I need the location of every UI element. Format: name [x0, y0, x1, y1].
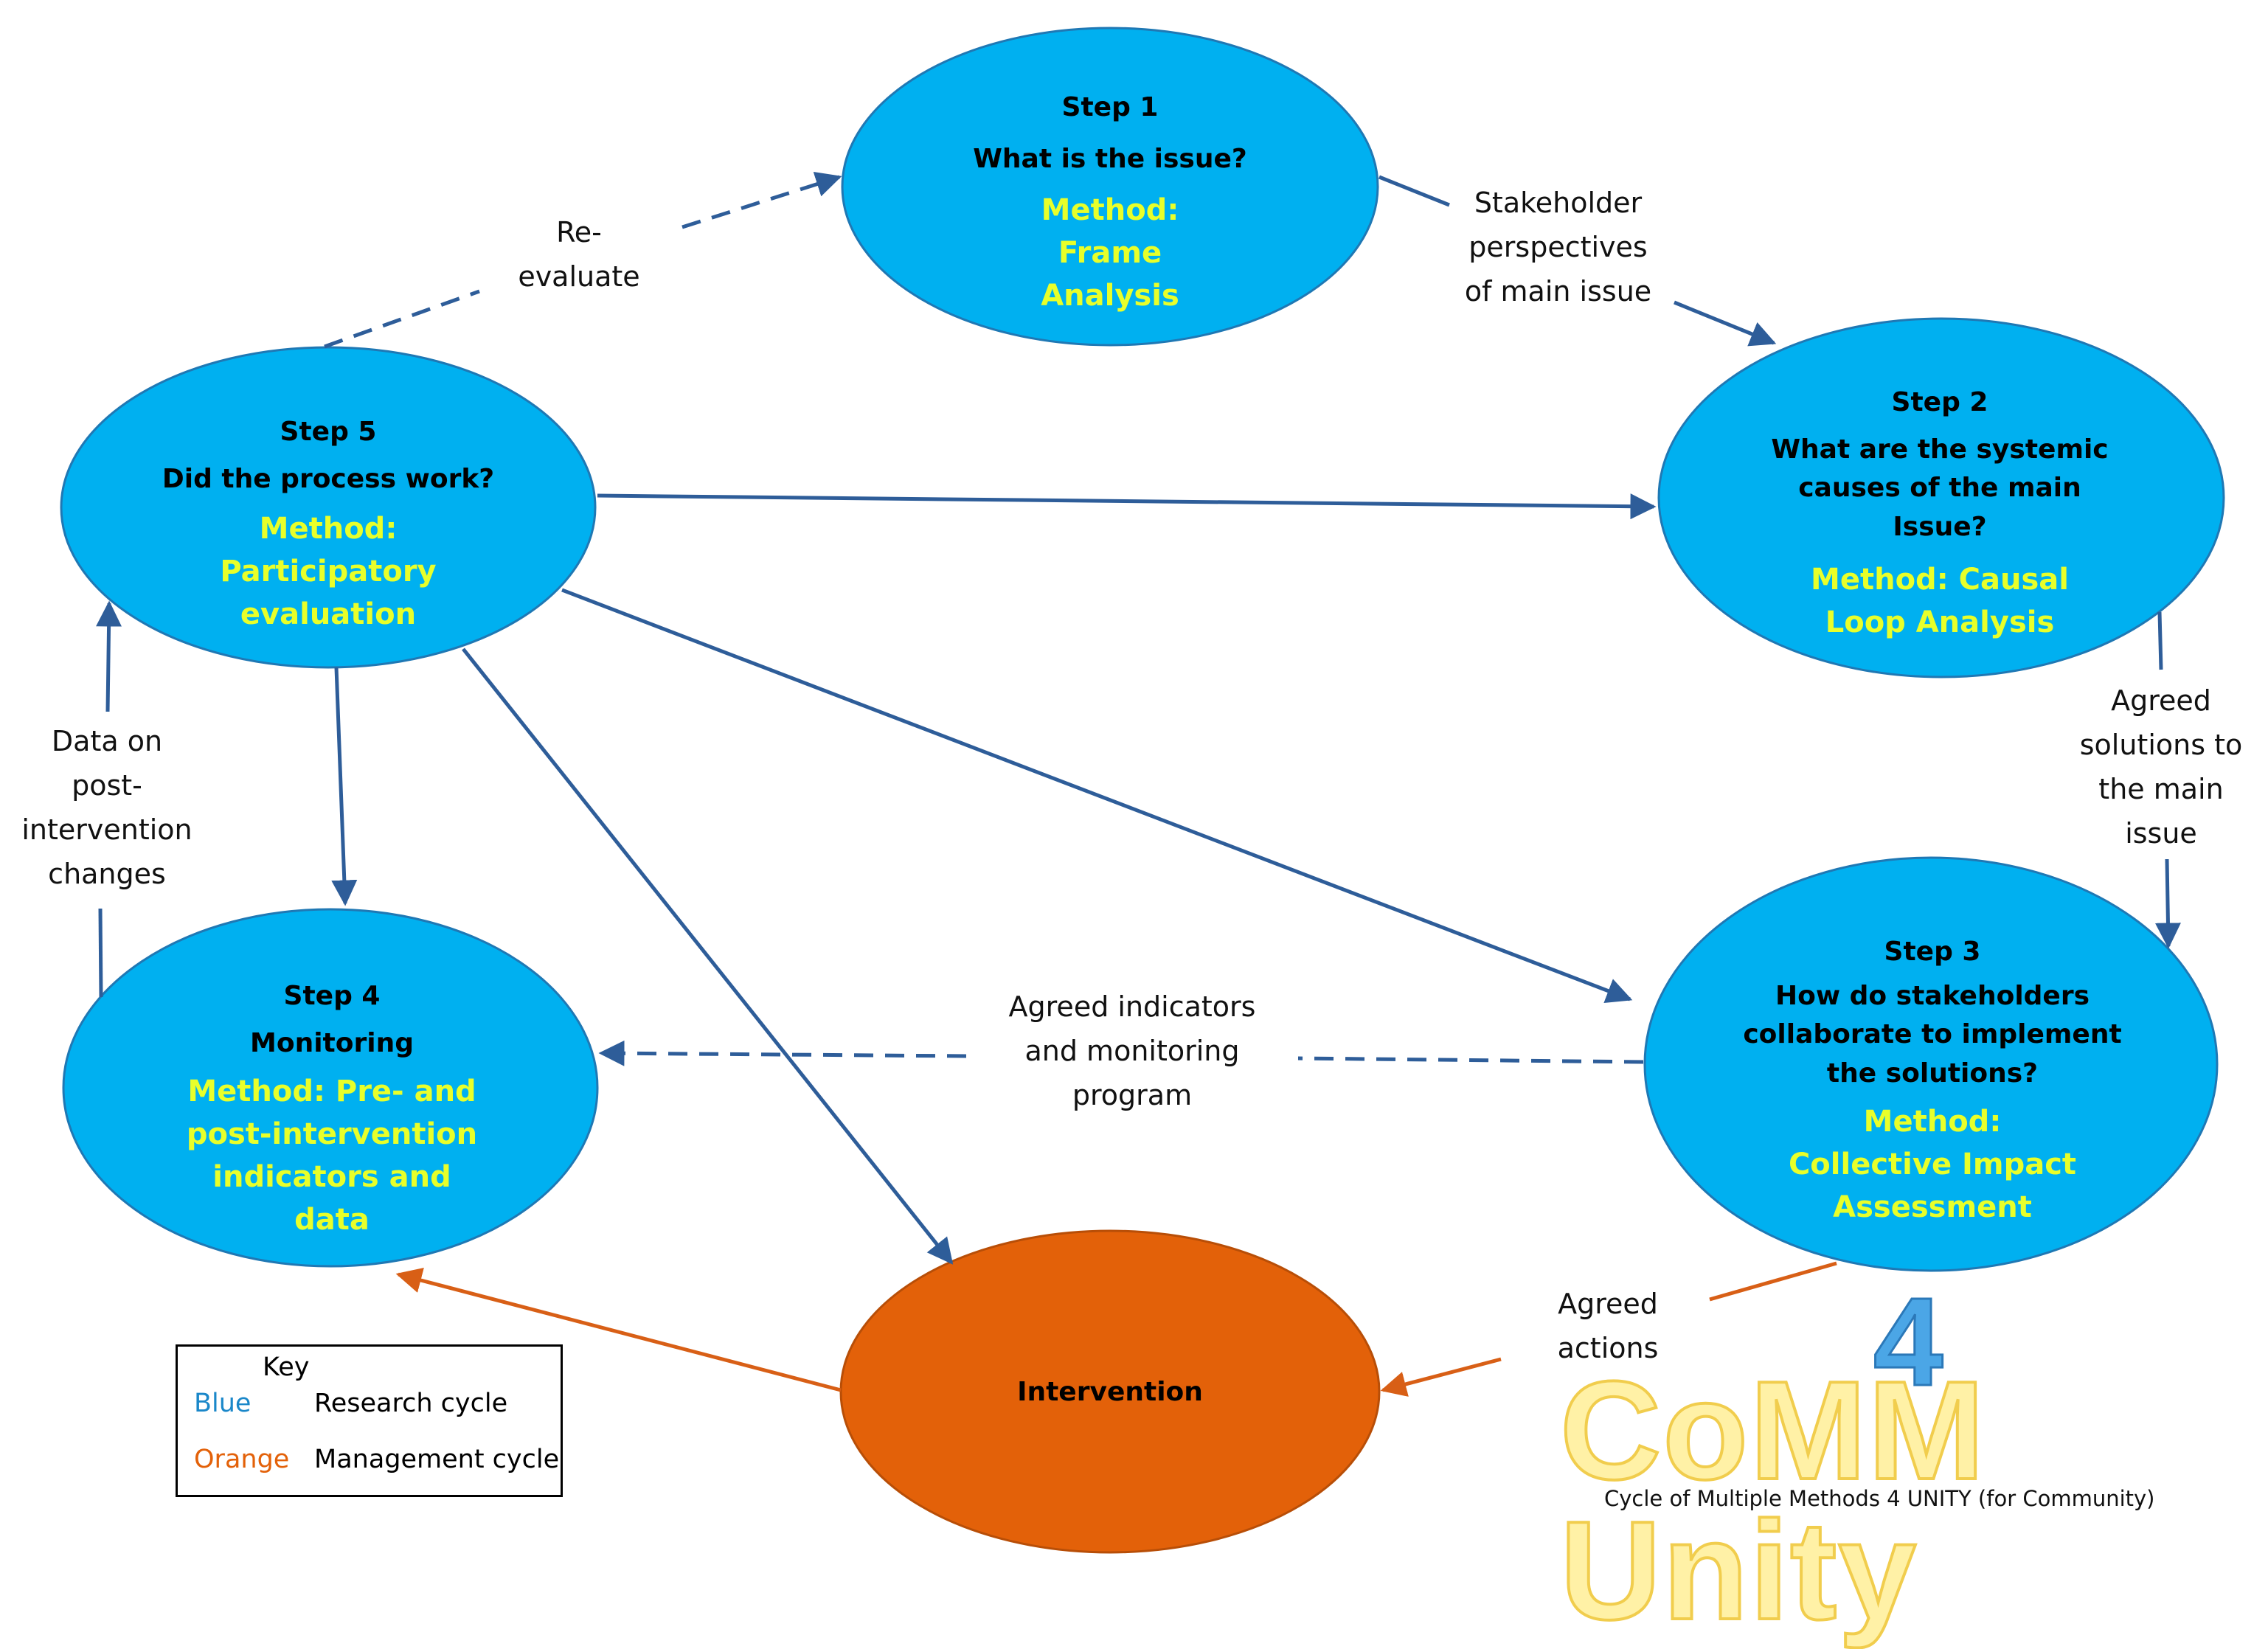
edge-label-to-step2 — [1674, 300, 1777, 347]
step3-question: How do stakeholders collaborate to imple… — [1743, 981, 2122, 1089]
label-solutions: Agreed solutions to the main issue — [2079, 684, 2243, 850]
legend-blue-desc: Research cycle — [314, 1389, 508, 1418]
label-actions: Agreed actions — [1557, 1288, 1659, 1365]
step2-title: Step 2 — [1891, 387, 1988, 417]
logo-subtitle: Cycle of Multiple Methods 4 UNITY (for C… — [1604, 1486, 2155, 1511]
step1-question: What is the issue? — [973, 144, 1247, 175]
edge-step5-to-step4 — [331, 667, 358, 906]
step5-node — [60, 346, 597, 669]
edge-step2-to-label — [2157, 611, 2163, 670]
step1-text: Step 1 What is the issue? Method: Frame … — [889, 88, 1331, 317]
edge-step3-indicators — [1297, 1056, 1644, 1064]
step5-text: Step 5 Did the process work? Method: Par… — [118, 413, 538, 636]
label-reevaluate: Re-evaluate — [518, 216, 640, 294]
label-data-post: Data on post-intervention changes — [21, 725, 193, 891]
edge-label-to-step3 — [2154, 858, 2181, 949]
step2-text: Step 2 What are the systemic causes of t… — [1726, 383, 2154, 644]
edge-step3-actions — [1709, 1261, 1837, 1302]
edge-step5-to-intervention — [462, 648, 954, 1265]
intervention-node — [839, 1229, 1381, 1554]
step2-question: What are the systemic causes of the main… — [1771, 434, 2109, 542]
step5-title: Step 5 — [280, 417, 377, 447]
step1-node — [841, 27, 1379, 347]
step4-method: Method: Pre- and post-intervention indic… — [186, 1075, 478, 1237]
step3-method: Method: Collective Impact Assessment — [1788, 1104, 2077, 1224]
step1-title: Step 1 — [1061, 92, 1159, 122]
legend-orange-desc: Management cycle — [314, 1445, 560, 1474]
step2-method: Method: Causal Loop Analysis — [1811, 562, 2069, 639]
intervention-text: Intervention — [926, 1373, 1294, 1412]
diagram-canvas — [60, 27, 2225, 1554]
edge-intervention-step4 — [395, 1268, 842, 1392]
step3-node — [1643, 856, 2219, 1272]
edge-step4-to-label — [98, 908, 103, 998]
step4-node — [62, 908, 599, 1268]
legend-box: Key Blue Research cycle Orange Managemen… — [176, 1344, 563, 1497]
step5-method: Method: Participatory evaluation — [220, 512, 437, 632]
edge-step5-to-step3 — [561, 588, 1633, 1004]
step1-method: Method: Frame Analysis — [1041, 193, 1179, 313]
step5-question: Did the process work? — [162, 464, 495, 495]
edge-label-to-step5 — [96, 600, 122, 712]
step4-question: Monitoring — [250, 1028, 414, 1059]
step3-title: Step 3 — [1884, 937, 1981, 967]
edge-step5-reevaluate — [324, 289, 480, 349]
legend-blue-word: Blue — [194, 1389, 252, 1418]
logo-number: 4 — [1873, 1272, 1945, 1412]
step2-node — [1657, 317, 2225, 678]
step4-text: Step 4 Monitoring Method: Pre- and post-… — [125, 977, 538, 1241]
label-stakeholder: Stakeholder perspectives of main issue — [1464, 187, 1652, 308]
edge-actions-intervention — [1380, 1357, 1502, 1397]
edge-step1-to-label — [1379, 175, 1450, 207]
step4-title: Step 4 — [283, 981, 381, 1011]
label-indicators: Agreed indicators and monitoring program — [1008, 990, 1256, 1112]
edge-step5-to-step2 — [597, 493, 1657, 520]
legend-orange-word: Orange — [194, 1445, 290, 1474]
legend-title: Key — [263, 1353, 310, 1382]
step3-text: Step 3 How do stakeholders collaborate t… — [1726, 933, 2139, 1229]
intervention-label: Intervention — [1017, 1377, 1203, 1407]
edge-reevaluate-step1 — [682, 171, 842, 229]
